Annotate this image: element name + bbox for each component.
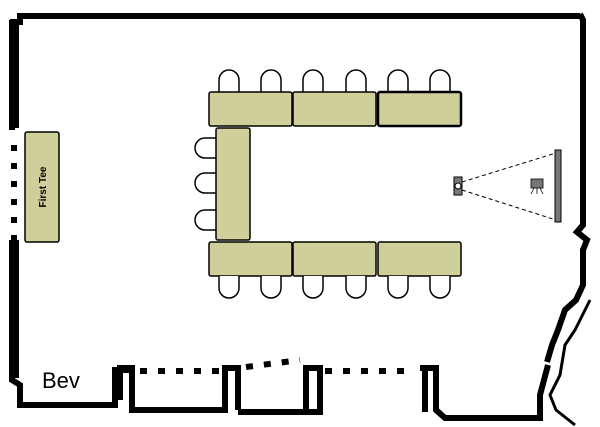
chairs-top-row xyxy=(218,69,451,92)
table-left-side xyxy=(215,127,251,241)
projector-icon xyxy=(453,176,463,196)
projection-screen-icon xyxy=(530,149,562,223)
buffet-label: First Tee xyxy=(38,166,49,207)
chairs-left-side xyxy=(194,137,216,231)
room-walls xyxy=(9,12,592,427)
buffet-table: First Tee xyxy=(24,131,60,243)
chairs-bottom-row xyxy=(218,276,451,299)
room-label-bev: Bev xyxy=(42,368,80,393)
projection-beam xyxy=(461,152,557,221)
tables-top-row xyxy=(208,90,463,128)
tables-bottom-row xyxy=(208,241,462,277)
